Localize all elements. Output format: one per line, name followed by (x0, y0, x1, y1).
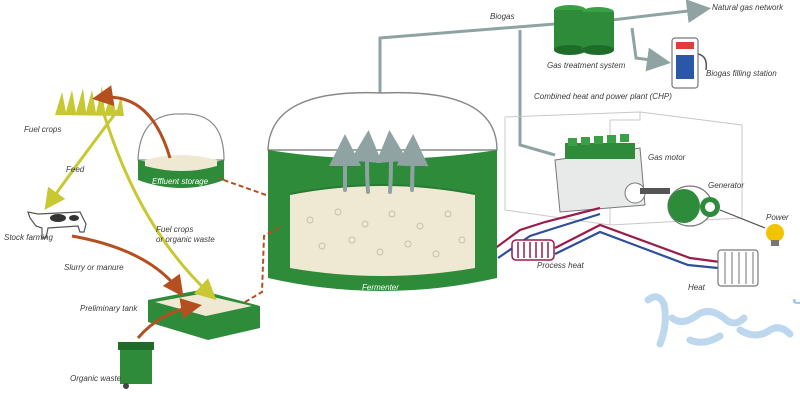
label-fuel-crops-organic-2: or organic waste (156, 235, 215, 244)
label-stock-farming: Stock farming (4, 233, 53, 242)
fermenter (267, 91, 498, 291)
gas-motor (554, 134, 670, 213)
label-slurry-manure: Slurry or manure (64, 263, 124, 272)
label-chp: Combined heat and power plant (CHP) (534, 92, 672, 101)
label-organic-waste: Organic waste (70, 374, 122, 383)
effluent-storage (137, 113, 225, 188)
cow (27, 211, 87, 239)
effluent-line (217, 177, 267, 196)
watermark: سایت علمی آموزشی (644, 288, 800, 348)
generator (667, 185, 720, 227)
label-biogas-filling-station: Biogas filling station (706, 69, 777, 78)
label-power: Power (766, 213, 789, 222)
gas-treatment-system (554, 5, 614, 55)
feed-line (244, 225, 283, 303)
organic-waste-bin (118, 342, 154, 389)
label-fermenter: Fermenter (362, 283, 399, 292)
watermark-text: سایت علمی آموزشی (792, 288, 800, 306)
label-fuel-crops-organic-1: Fuel crops (156, 225, 193, 234)
biogas-filling-station (671, 37, 708, 89)
flow-arrows (44, 85, 217, 339)
label-gas-treatment-system: Gas treatment system (547, 61, 626, 70)
fuel-crops-grass (55, 86, 124, 116)
label-preliminary-tank: Preliminary tank (80, 304, 138, 313)
label-process-heat: Process heat (537, 261, 584, 270)
label-natural-gas-network: Natural gas network (712, 3, 784, 12)
label-biogas: Biogas (490, 12, 514, 21)
label-fuel-crops: Fuel crops (24, 125, 61, 134)
label-feed: Feed (66, 165, 85, 174)
label-gas-motor: Gas motor (648, 153, 686, 162)
process-heat-coil (511, 239, 555, 261)
label-effluent-storage: Effluent storage (152, 177, 209, 186)
watermark-logo-icon (644, 293, 794, 348)
power-output (719, 209, 784, 246)
label-heat: Heat (688, 283, 706, 292)
heat-radiator (717, 249, 759, 287)
label-generator: Generator (708, 181, 744, 190)
preliminary-tank (148, 290, 260, 340)
